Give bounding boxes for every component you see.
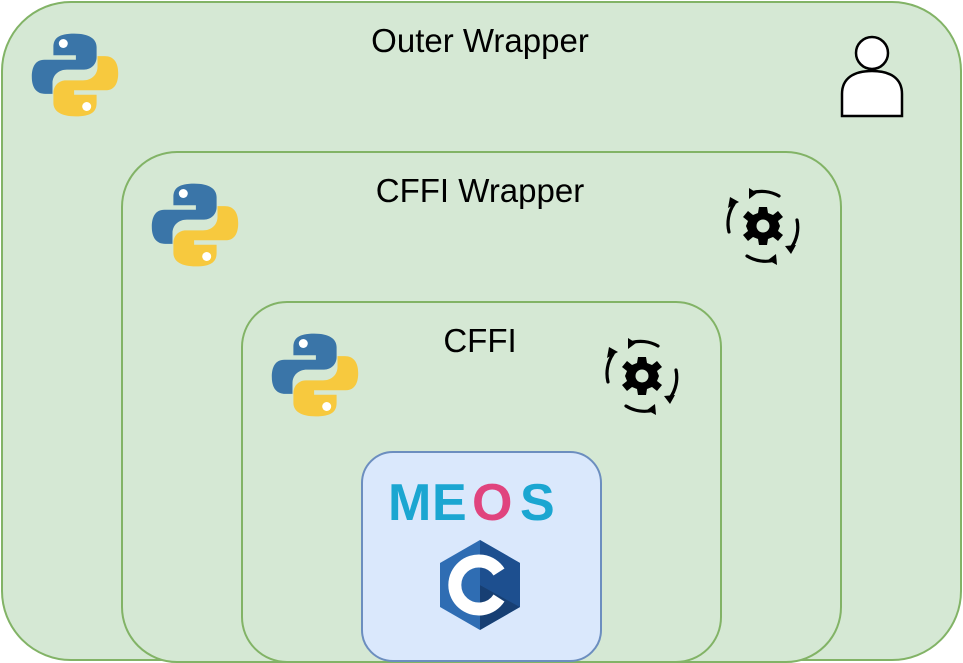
c-language-icon — [440, 540, 520, 630]
outer-wrapper-title: Outer Wrapper — [371, 22, 589, 59]
python-icon — [150, 180, 240, 270]
python-icon — [30, 30, 120, 120]
python-icon — [270, 330, 360, 420]
user-icon — [840, 35, 904, 118]
gear-cycle-icon — [721, 184, 805, 268]
cffi-title: CFFI — [443, 322, 517, 359]
cffi-wrapper-title: CFFI Wrapper — [375, 172, 585, 209]
gear-cycle-icon — [600, 334, 684, 418]
